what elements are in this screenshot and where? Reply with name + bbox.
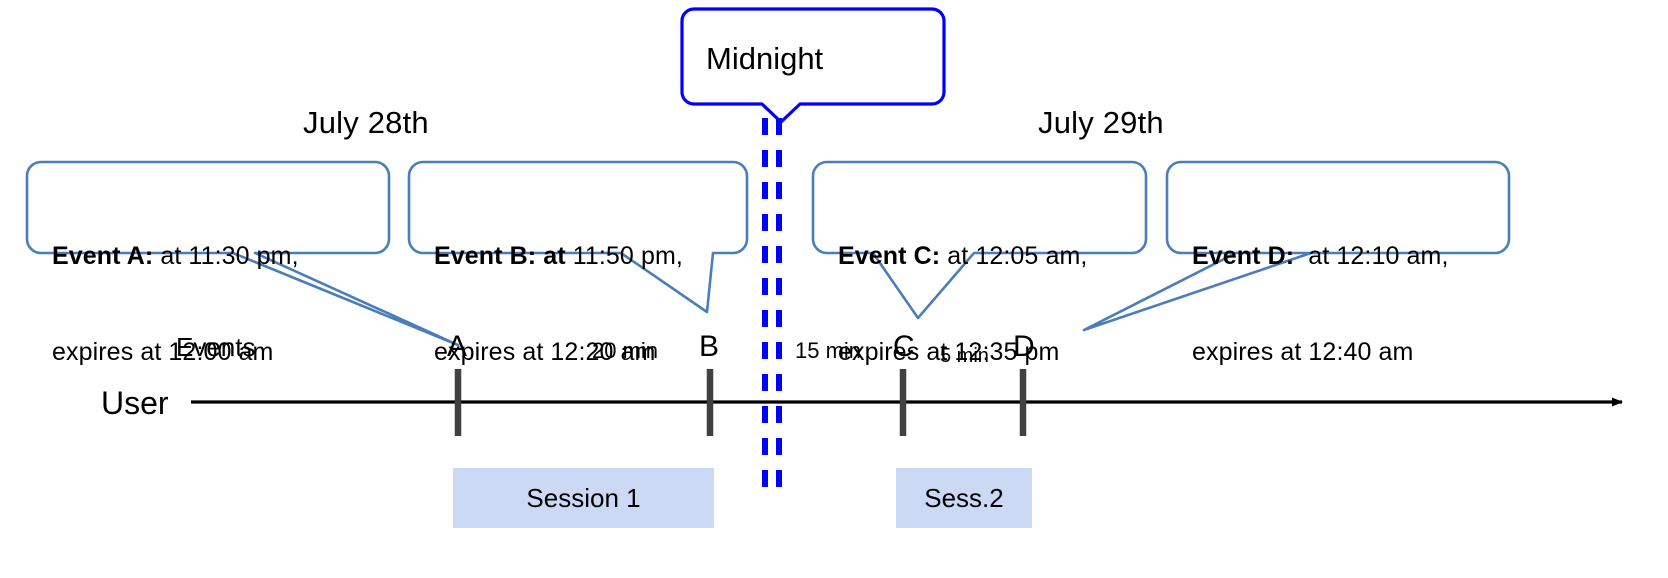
tick-label-c: C — [893, 330, 915, 363]
tick-label-b: B — [699, 330, 720, 363]
event-d-callout-text: Event D: at 12:10 am, expires at 12:40 a… — [1192, 176, 1449, 432]
event-c-bold: Event C: — [838, 242, 941, 270]
midnight-label: Midnight — [706, 41, 824, 76]
event-b-line2: expires at 12:20 am — [434, 338, 656, 366]
event-c-callout-text: Event C: at 12:05 am, expires at 12:35 p… — [838, 176, 1087, 432]
tick-label-a: A — [447, 330, 468, 363]
gap-label-a-b: 20 min — [592, 338, 659, 363]
session-2-block: Sess.2 — [896, 468, 1032, 528]
event-b-callout-shape — [407, 160, 749, 314]
event-d-callout-shape — [1082, 160, 1511, 332]
events-row-label: Events — [176, 332, 256, 362]
session-2-label: Sess.2 — [924, 482, 1004, 513]
event-b-rest: 11:50 pm, — [565, 242, 683, 270]
event-b-callout-text: Event B: at 11:50 pm, expires at 12:20 a… — [434, 176, 683, 432]
gap-label-c-d: 5 min — [940, 345, 989, 367]
event-a-rest: at 11:30 pm, — [153, 242, 299, 270]
midnight-callout — [680, 7, 946, 124]
event-a-line2: expires at 12:00 am — [52, 338, 274, 366]
gap-label-b-c: 15 min — [795, 338, 862, 363]
user-row-label: User — [101, 385, 169, 421]
event-a-callout-text: Event A: at 11:30 pm, expires at 12:00 a… — [52, 176, 299, 432]
date-header-left: July 28th — [303, 105, 429, 140]
midnight-divider — [762, 118, 782, 502]
tick-label-d: D — [1013, 330, 1035, 363]
midnight-callout-shape — [680, 7, 946, 124]
event-a-callout-shape — [25, 160, 460, 347]
event-a-bold: Event A: — [52, 242, 154, 270]
event-b-bold: Event B: at — [434, 242, 566, 270]
event-c-line2: expires at 12:35 pm — [838, 338, 1060, 366]
event-c-callout-shape — [811, 160, 1148, 320]
event-c-rest: at 12:05 am, — [940, 242, 1088, 270]
event-d-line2: expires at 12:40 am — [1192, 338, 1414, 366]
event-d-rest: at 12:10 am, — [1294, 242, 1449, 270]
session-1-label: Session 1 — [526, 482, 641, 513]
date-header-right: July 29th — [1038, 105, 1164, 140]
event-d-bold: Event D: — [1192, 242, 1295, 270]
session-1-block: Session 1 — [453, 468, 714, 528]
